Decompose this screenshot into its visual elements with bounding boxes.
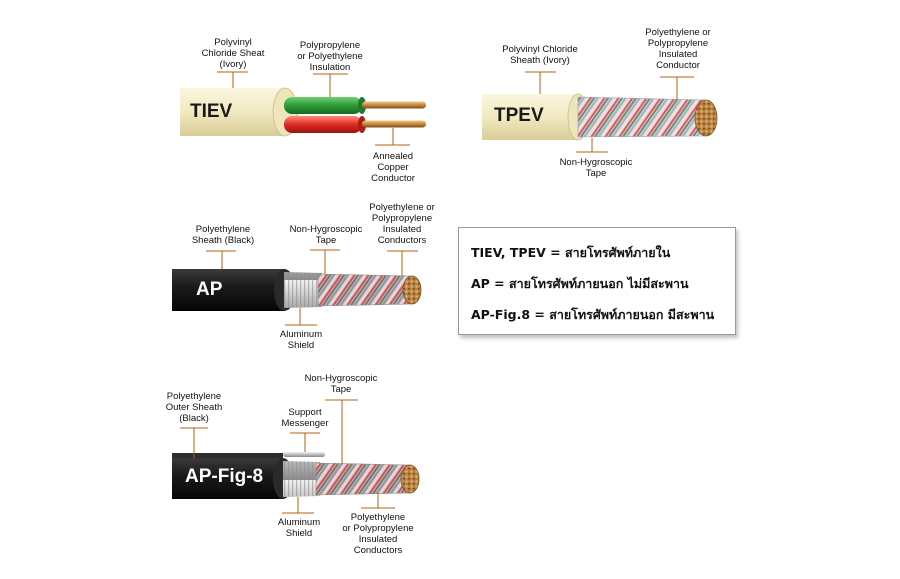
ap-sheath-label: Polyethylene Sheath (Black) xyxy=(191,224,255,246)
ap-tape-label: Non-Hygroscopic Tape xyxy=(289,224,363,246)
legend-line-apfig8: AP-Fig.8 = สายโทรศัพท์ภายนอก มีสะพาน xyxy=(471,307,715,322)
apfig8-shield-label: Aluminum Shield xyxy=(277,517,321,539)
apfig8-conductor-end xyxy=(400,464,420,494)
legend-line-tiev-tpev: TIEV, TPEV = สายโทรศัพท์ภายใน xyxy=(471,245,671,260)
tiev-green-wire xyxy=(284,97,362,114)
tpev-conductor-end xyxy=(694,99,718,137)
ap-conductor-label: Polyethylene or Polypropylene Insulated … xyxy=(369,202,435,246)
apfig8-name: AP-Fig-8 xyxy=(185,466,264,487)
tiev-cable xyxy=(180,87,426,137)
ap-sheath xyxy=(172,269,296,311)
tpev-sheath-label: Polyvinyl Chloride Sheath (Ivory) xyxy=(502,44,578,66)
legend-line-ap: AP = สายโทรศัพท์ภายนอก ไม่มีสะพาน xyxy=(471,276,689,291)
apfig8-messenger-label: Support Messenger xyxy=(281,407,329,429)
apfig8-sheath-label: Polyethylene Outer Sheath (Black) xyxy=(165,391,223,424)
leader-lines xyxy=(180,71,694,514)
apfig8-tape-label: Non-Hygroscopic Tape xyxy=(304,373,378,395)
apfig8-conductor-bundle xyxy=(316,463,410,495)
tiev-sheath xyxy=(180,88,299,136)
apfig8-cable xyxy=(172,452,420,499)
ap-conductor-end xyxy=(402,275,422,305)
apfig8-aluminum-shield xyxy=(283,461,320,497)
tiev-copper-conductor-2 xyxy=(362,120,426,128)
ap-cable xyxy=(172,269,422,311)
tpev-conductor-label: Polyethylene or Polypropylene Insulated … xyxy=(645,27,711,71)
tiev-copper-conductor-1 xyxy=(362,101,426,109)
apfig8-conductor-label: Polyethylene or Polypropylene Insulated … xyxy=(342,512,414,556)
tpev-sheath xyxy=(482,94,590,140)
tpev-tape-label: Non-Hygroscopic Tape xyxy=(559,157,633,179)
tiev-red-wire xyxy=(284,116,362,133)
apfig8-sheath xyxy=(172,458,293,499)
tiev-conductor-label: Annealed Copper Conductor xyxy=(371,151,415,184)
ap-aluminum-shield xyxy=(284,272,322,308)
tiev-name: TIEV xyxy=(190,101,233,122)
tpev-cable xyxy=(482,93,718,141)
ap-shield-label: Aluminum Shield xyxy=(279,329,323,351)
tpev-name: TPEV xyxy=(494,105,544,126)
tiev-insulation-label: Polypropylene or Polyethylene Insulation xyxy=(297,40,363,73)
tpev-conductor-bundle xyxy=(578,97,706,137)
ap-name: AP xyxy=(196,279,223,300)
legend-box: TIEV, TPEV = สายโทรศัพท์ภายใน AP = สายโท… xyxy=(458,227,736,335)
tiev-sheath-label: Polyvinyl Chloride Sheat (Ivory) xyxy=(201,37,265,70)
ap-conductor-bundle xyxy=(318,274,412,306)
apfig8-support-messenger xyxy=(283,452,325,457)
